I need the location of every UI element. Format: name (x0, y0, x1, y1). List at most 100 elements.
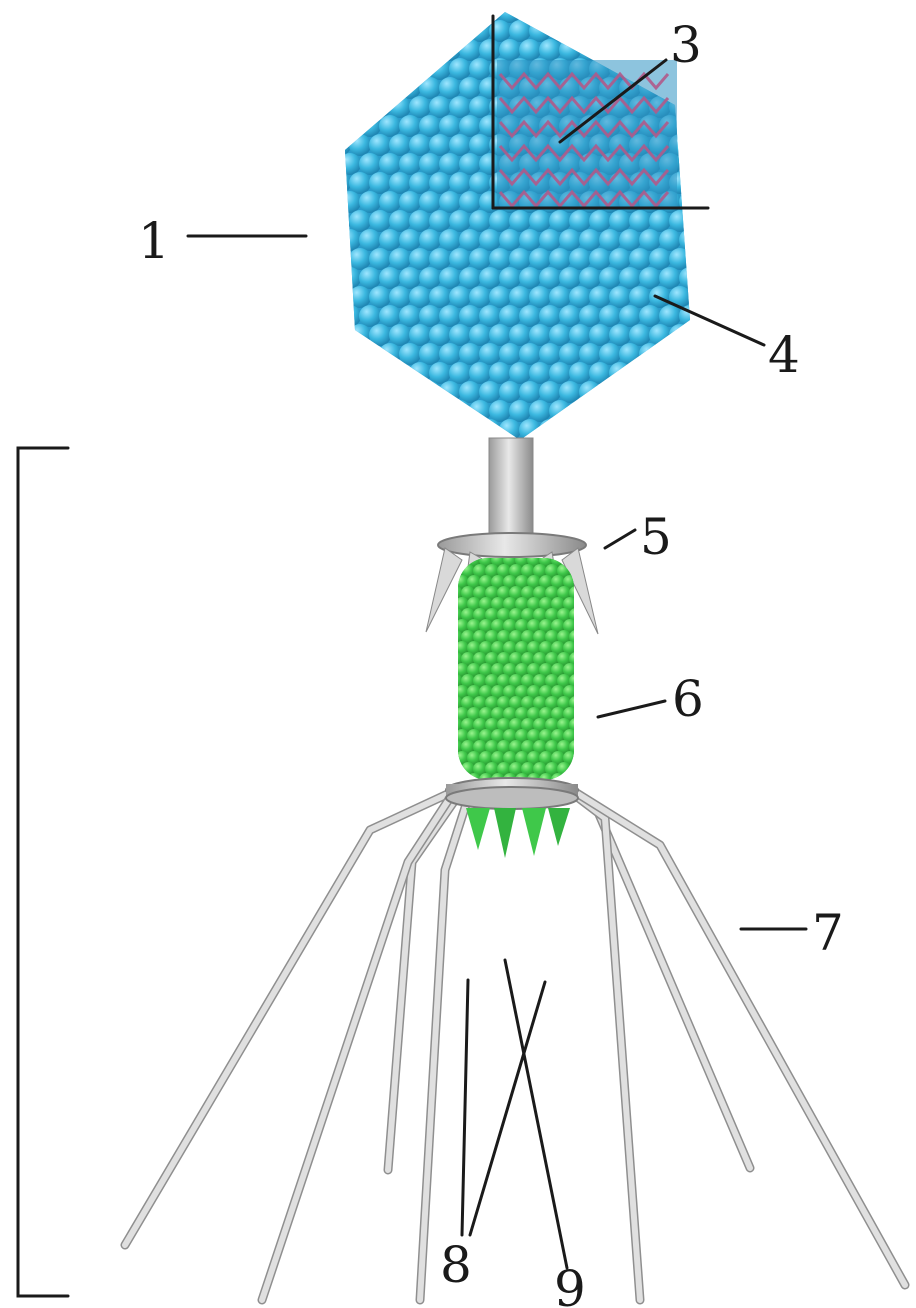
capsomere (599, 419, 621, 441)
capsomere (539, 305, 561, 327)
capsomere (629, 400, 651, 422)
nucleic-acid-cutaway (497, 60, 677, 208)
capsomere (349, 362, 371, 384)
capsomere (499, 343, 521, 365)
capsomere (389, 286, 411, 308)
capsomere (509, 20, 531, 42)
capsomere (679, 419, 701, 441)
capsomere (399, 305, 421, 327)
capsomere (679, 343, 701, 365)
capsomere (589, 210, 611, 232)
capsomere (469, 210, 491, 232)
capsomere (409, 324, 431, 346)
capsomere (429, 400, 451, 422)
capsomere (339, 381, 361, 403)
capsomere (469, 20, 491, 42)
capsomere (419, 1, 441, 23)
capsomere (609, 400, 631, 422)
capsomere (389, 248, 411, 270)
capsomere (589, 248, 611, 270)
capsomere (359, 191, 381, 213)
capsomere (459, 191, 481, 213)
capsomere (529, 20, 551, 42)
capsomere (599, 39, 621, 61)
capsomere (519, 381, 541, 403)
capsomere (329, 248, 351, 270)
capsomere (379, 343, 401, 365)
capsomere (559, 343, 581, 365)
capsomere (379, 115, 401, 137)
capsomere (379, 1, 401, 23)
capsomere (369, 134, 391, 156)
capsomere (529, 324, 551, 346)
capsomere (509, 324, 531, 346)
capsomere (659, 229, 681, 251)
capsomere (419, 39, 441, 61)
capsomere (519, 229, 541, 251)
capsomere (519, 267, 541, 289)
capsomere (489, 400, 511, 422)
capsomere (449, 134, 471, 156)
capsomere (489, 286, 511, 308)
capsomere (679, 191, 701, 213)
capsomere (409, 58, 431, 80)
capsomere (459, 153, 481, 175)
capsomere (539, 381, 561, 403)
capsomere (579, 267, 601, 289)
capsomere (619, 381, 641, 403)
capsomere (609, 362, 631, 384)
capsomere (379, 77, 401, 99)
capsomere (359, 39, 381, 61)
capsomere (619, 305, 641, 327)
capsomere (559, 381, 581, 403)
capsomere (409, 20, 431, 42)
capsomere (469, 324, 491, 346)
capsomere (349, 286, 371, 308)
capsomere (359, 267, 381, 289)
capsomere (669, 248, 691, 270)
capsomere (419, 229, 441, 251)
capsomere (539, 343, 561, 365)
capsomere (389, 134, 411, 156)
capsomere (479, 381, 501, 403)
capsid-head (329, 1, 708, 441)
capsomere (559, 419, 581, 441)
capsomere (669, 362, 691, 384)
capsomere (389, 210, 411, 232)
capsomere (429, 58, 451, 80)
capsomere (459, 115, 481, 137)
capsomere (449, 400, 471, 422)
capsomere (389, 58, 411, 80)
capsomere (429, 286, 451, 308)
sheath-subunit (569, 762, 583, 776)
capsomere (359, 343, 381, 365)
capsomere (639, 229, 661, 251)
capsomere (539, 1, 561, 23)
capsomere (399, 1, 421, 23)
capsomere (359, 1, 381, 23)
capsomere (599, 267, 621, 289)
capsomere (479, 39, 501, 61)
tail-fibers-front (262, 790, 905, 1300)
capsomere (629, 20, 651, 42)
capsomere (419, 191, 441, 213)
capsomere (459, 267, 481, 289)
capsomere (599, 381, 621, 403)
capsomere (439, 381, 461, 403)
capsomere (499, 229, 521, 251)
capsomere (569, 210, 591, 232)
capsomere (349, 20, 371, 42)
capsomere (349, 210, 371, 232)
capsomere (419, 343, 441, 365)
size-bracket (18, 448, 68, 1296)
capsomere (449, 248, 471, 270)
capsomere (609, 210, 631, 232)
capsomere (479, 343, 501, 365)
capsomere (369, 324, 391, 346)
capsomere (449, 58, 471, 80)
capsomere (609, 20, 631, 42)
capsomere (679, 153, 701, 175)
capsomere (619, 343, 641, 365)
capsomere (649, 210, 671, 232)
capsomere (649, 362, 671, 384)
